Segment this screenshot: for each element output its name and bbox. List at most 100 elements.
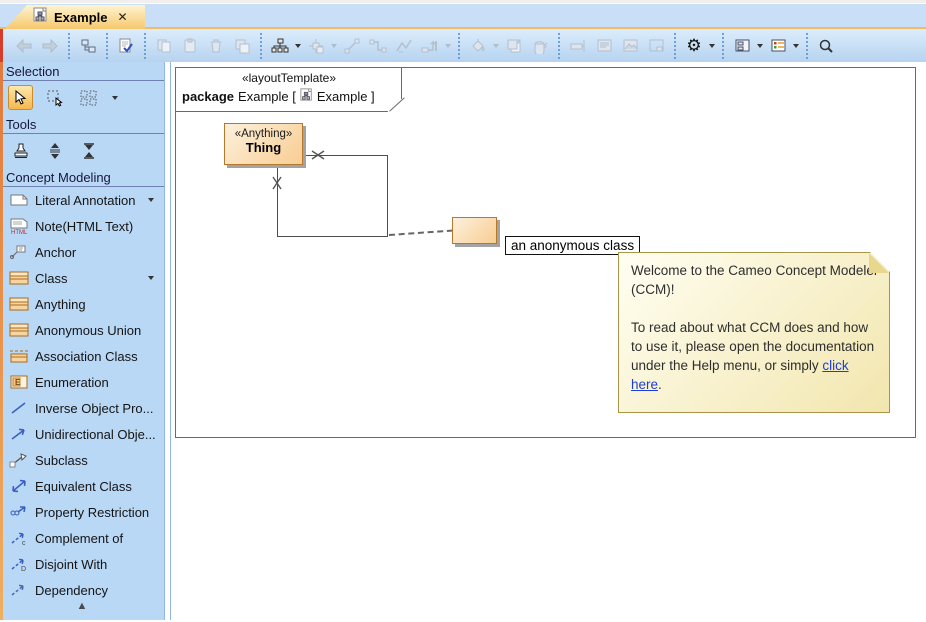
chevron-down-icon[interactable] [148,198,154,202]
anonymous-union-icon [9,322,35,338]
chevron-down-icon[interactable] [757,43,763,48]
validate-diagram-icon[interactable] [113,34,139,58]
palette-section-selection: Selection [3,62,164,81]
align-shapes-icon[interactable] [303,34,329,58]
path-layout-icon[interactable] [417,34,443,58]
copy-icon[interactable] [151,34,177,58]
diagram-window-icon[interactable] [729,34,755,58]
association-line-segment[interactable] [277,167,278,237]
chevron-down-icon[interactable] [493,43,499,48]
stamp-tool-button[interactable] [8,138,33,163]
palette-item-unidirectional-object-property[interactable]: Unidirectional Obje... [3,421,164,447]
class-diagram-icon [300,88,313,104]
class-thing[interactable]: «Anything» Thing [224,123,303,165]
anything-icon [9,296,35,312]
resize-width-icon[interactable] [565,34,591,58]
palette-item-disjoint-with[interactable]: D Disjoint With [3,551,164,577]
association-line-segment[interactable] [387,155,388,237]
delete-icon[interactable] [203,34,229,58]
chevron-down-icon[interactable] [793,43,799,48]
svg-text:HTML: HTML [11,230,28,235]
edit-compartment-icon[interactable] [591,34,617,58]
tab-example[interactable]: Example ✕ [5,5,145,29]
bring-to-front-icon[interactable] [501,34,527,58]
show-frame-icon[interactable] [643,34,669,58]
frame-title: package Example [ Example ] [182,88,375,104]
draw-line-icon[interactable] [339,34,365,58]
tab-close-icon[interactable]: ✕ [117,10,128,24]
click-here-link[interactable]: click here [631,358,849,392]
palette-item-inverse-object-property[interactable]: Inverse Object Pro... [3,395,164,421]
palette-scroll-up-icon[interactable]: ▲ [76,600,88,612]
anonymous-class-box[interactable] [452,217,497,244]
anonymous-class-label[interactable]: an anonymous class [505,236,641,255]
toolbar-group-layout [260,32,458,59]
chevron-down-icon[interactable] [295,43,301,48]
palette-item-label: Anchor [35,244,77,260]
frame-name-open: Example [ [238,88,296,104]
note-text: . [658,377,662,392]
palette-item-literal-annotation[interactable]: Literal Annotation [3,187,164,213]
chevron-down-icon[interactable] [148,276,154,280]
quick-layout-icon[interactable] [267,34,293,58]
containment-tree-icon[interactable] [75,34,101,58]
expand-vertical-tool-button[interactable] [42,138,67,163]
zoom-icon[interactable] [813,34,839,58]
chevron-down-icon[interactable] [709,43,715,48]
disjoint-with-icon: D [9,556,35,572]
copy-formatting-icon[interactable] [229,34,255,58]
palette-item-enumeration[interactable]: E Enumeration [3,369,164,395]
toolbar-group-view [722,32,806,59]
palette-item-property-restriction[interactable]: Property Restriction [3,499,164,525]
chevron-down-icon[interactable] [112,95,118,100]
unidirectional-object-property-icon [9,426,35,442]
palette-item-anonymous-union[interactable]: Anonymous Union [3,317,164,343]
association-line-segment[interactable] [303,155,388,156]
select-cursor-button[interactable] [8,85,33,110]
palette-item-anchor[interactable]: Anchor [3,239,164,265]
palette-item-label: Property Restriction [35,504,150,520]
chevron-down-icon[interactable] [331,43,337,48]
legend-icon[interactable] [765,34,791,58]
welcome-note[interactable]: Welcome to the Cameo Concept Modeler (CC… [618,252,890,413]
diagram-canvas[interactable]: «layoutTemplate» package Example [ Examp… [171,62,926,620]
palette-item-label: Equivalent Class [35,478,132,494]
palette-item-subclass[interactable]: Subclass [3,447,164,473]
marquee-select-button[interactable] [42,85,67,110]
palette-item-label: Unidirectional Obje... [35,426,156,442]
palette-item-equivalent-class[interactable]: Equivalent Class [3,473,164,499]
window-top-strip [0,0,926,4]
diagram-tab-bar: Example ✕ [0,4,926,29]
palette-item-complement-of[interactable]: c Complement of [3,525,164,551]
toolbar-group-navigation [6,33,68,59]
palette-item-anything[interactable]: Anything [3,291,164,317]
palette-item-label: Literal Annotation [35,192,136,208]
palette-item-label: Enumeration [35,374,109,390]
frame-header-border [389,97,405,112]
palette-item-association-class[interactable]: Association Class [3,343,164,369]
fill-color-icon[interactable] [465,34,491,58]
show-image-icon[interactable] [617,34,643,58]
anchor-icon [9,244,35,260]
association-line-segment[interactable] [277,236,388,237]
back-icon[interactable] [11,34,37,58]
forward-icon[interactable] [37,34,63,58]
frame-header-border [401,68,402,99]
grid-select-button[interactable] [76,85,101,110]
complement-of-icon: c [9,530,35,546]
paste-icon[interactable] [177,34,203,58]
note-paragraph: To read about what CCM does and how to u… [631,318,879,394]
palette-item-class[interactable]: Class [3,265,164,291]
palette-item-dependency[interactable]: Dependency [3,577,164,603]
oblique-path-icon[interactable] [391,34,417,58]
palette-item-label: Association Class [35,348,138,364]
palette-item-note-html[interactable]: HTML Note(HTML Text) [3,213,164,239]
svg-text:E: E [15,378,21,387]
contract-vertical-tool-button[interactable] [76,138,101,163]
gear-icon: ⚙ [686,36,702,55]
diagram-options-gear-icon[interactable]: ⚙ [681,34,707,58]
chevron-down-icon[interactable] [445,43,451,48]
sidebar-splitter[interactable] [164,62,171,620]
rectilinear-path-icon[interactable] [365,34,391,58]
apply-style-icon[interactable] [527,34,553,58]
